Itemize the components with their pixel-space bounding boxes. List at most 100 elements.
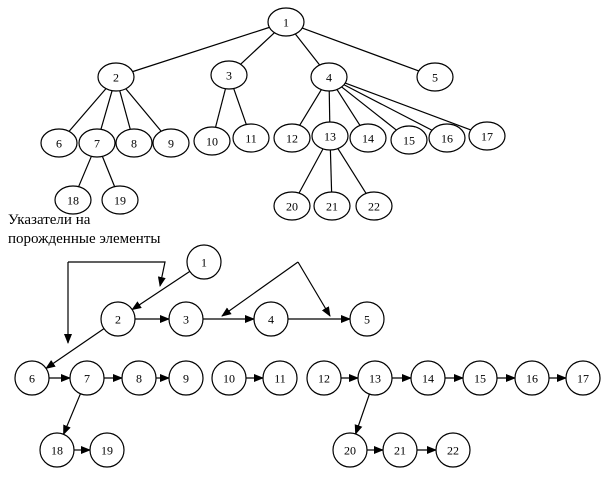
tree-edge-13-20 [298,148,324,194]
tree-node-label: 20 [286,200,298,214]
tree-node-label: 14 [362,132,374,146]
list-node-shape [262,360,298,396]
list-node-4: 4 [253,301,289,337]
list-node-1: 1 [186,244,222,280]
tree-node-shape [313,191,351,221]
tree-edges [68,26,471,194]
tree-node-shape [152,128,190,158]
list-node-shape [100,301,136,337]
tree-node-label: 15 [403,134,415,148]
tree-node-shape [311,121,349,151]
list-node-label: 18 [51,444,63,458]
tree-node-12: 12 [273,123,311,153]
tree-node-shape [97,62,135,92]
tree-node-19: 19 [101,185,139,215]
list-node-label: 17 [577,372,589,386]
list-node-shape [89,432,125,468]
pointers-caption: Указатели на порожденные элементы [8,211,160,249]
tree-node-shape [101,185,139,215]
list-node-label: 14 [422,372,434,386]
tree-node-shape [390,125,428,155]
tree-node-shape [349,123,387,153]
list-node-10: 10 [211,360,247,396]
tree-node-4: 4 [310,62,348,92]
tree-node-18: 18 [54,185,92,215]
pointer-arrow-to-node-4-list [221,261,299,317]
list-node-shape [435,432,471,468]
list-node-19: 19 [89,432,125,468]
list-node-18: 18 [39,432,75,468]
child-link-13-20 [354,393,370,435]
tree-edge-13-21 [329,149,333,193]
list-node-shape [186,244,222,280]
list-node-14: 14 [410,360,446,396]
list-node-label: 9 [183,372,189,386]
list-node-shape [168,360,204,396]
tree-node-shape [115,128,153,158]
list-node-label: 10 [223,372,235,386]
tree-node-7: 7 [78,128,116,158]
tree-edge-4-13 [328,90,331,123]
list-node-label: 2 [115,313,121,327]
tree-edge-3-11 [233,88,247,125]
tree-node-shape [273,191,311,221]
tree-node-9: 9 [152,128,190,158]
tree-edge-1-4 [294,33,321,66]
list-node-shape [39,432,75,468]
list-node-shape [121,360,157,396]
list-node-7: 7 [69,360,105,396]
pointer-arrow-to-node-2 [68,261,166,287]
tree-node-label: 21 [326,200,338,214]
tree-edge-1-2 [132,26,270,73]
list-node-2: 2 [100,301,136,337]
list-node-22: 22 [435,432,471,468]
list-node-5: 5 [349,301,385,337]
tree-node-label: 22 [368,200,380,214]
tree-node-label: 12 [286,132,298,146]
list-node-label: 11 [274,372,286,386]
list-node-shape [253,301,289,337]
tree-edge-13-22 [337,148,367,194]
tree-node-shape [273,123,311,153]
tree-edge-2-9 [125,88,162,132]
tree-node-label: 4 [326,71,332,85]
tree-node-label: 9 [168,137,174,151]
list-node-shape [514,360,550,396]
tree-node-shape [193,126,231,156]
caption-line-2: порожденные элементы [8,231,161,247]
list-node-shape [211,360,247,396]
tree-node-22: 22 [355,191,393,221]
tree-edge-1-5 [302,27,419,72]
list-node-label: 12 [318,372,330,386]
list-node-15: 15 [462,360,498,396]
list-node-11: 11 [262,360,298,396]
tree-node-shape [210,60,248,90]
list-node-20: 20 [332,432,368,468]
tree-node-20: 20 [273,191,311,221]
list-node-label: 5 [364,313,370,327]
list-node-label: 15 [474,372,486,386]
tree-node-label: 16 [441,132,453,146]
tree-node-1: 1 [267,7,305,37]
tree-node-15: 15 [390,125,428,155]
pointer-arrows [64,261,331,344]
tree-edge-1-3 [240,32,275,65]
tree-node-label: 6 [56,137,62,151]
list-node-shape [14,360,50,396]
tree-edge-4-14 [336,89,361,126]
pointer-arrow-to-node-5-list [297,261,331,317]
tree-node-2: 2 [97,62,135,92]
list-node-label: 16 [526,372,538,386]
tree-node-5: 5 [416,62,454,92]
child-link-2-6 [45,328,105,369]
tree-edge-2-6 [68,88,107,132]
list-node-label: 19 [101,444,113,458]
list-node-3: 3 [168,301,204,337]
caption-line-1: Указатели на [8,212,91,228]
list-node-17: 17 [565,360,601,396]
tree-node-label: 11 [245,132,257,146]
